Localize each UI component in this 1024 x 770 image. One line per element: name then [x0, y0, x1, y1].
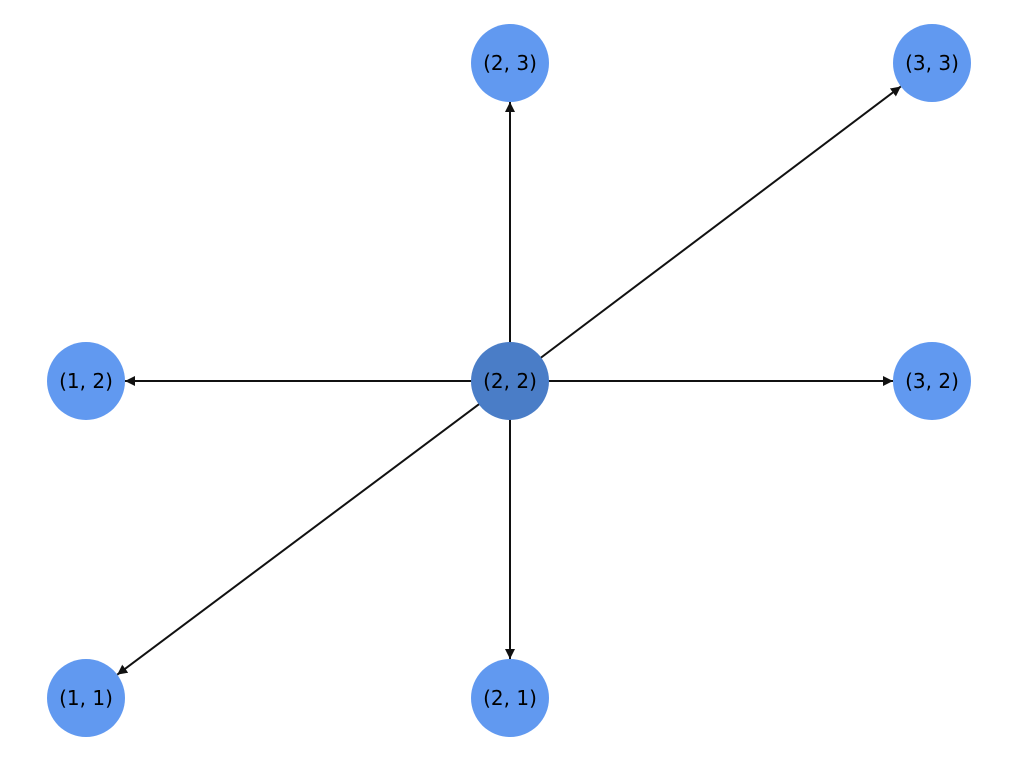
node-label-3-2: (3, 2) — [905, 369, 959, 393]
edges-layer — [116, 85, 902, 676]
node-2-1: (2, 1) — [471, 659, 549, 737]
node-1-2: (1, 2) — [47, 342, 125, 420]
node-2-2: (2, 2) — [471, 342, 549, 420]
node-label-2-3: (2, 3) — [483, 51, 537, 75]
node-label-1-2: (1, 2) — [59, 369, 113, 393]
edge-2-2-to-3-3 — [509, 85, 902, 382]
node-circle-1-2 — [47, 342, 125, 420]
node-label-2-1: (2, 1) — [483, 686, 537, 710]
node-label-2-2: (2, 2) — [483, 369, 537, 393]
node-label-1-1: (1, 1) — [59, 686, 113, 710]
node-circle-3-3 — [893, 24, 971, 102]
node-1-1: (1, 1) — [47, 659, 125, 737]
node-2-3: (2, 3) — [471, 24, 549, 102]
node-circle-2-1 — [471, 659, 549, 737]
node-circle-2-3 — [471, 24, 549, 102]
node-3-3: (3, 3) — [893, 24, 971, 102]
node-circle-1-1 — [47, 659, 125, 737]
edge-2-2-to-1-1 — [116, 380, 511, 676]
nodes-layer: (2, 2) (2, 3) (3, 3) (1, 2) (3, 2) (1, 1) (2, … — [47, 24, 971, 737]
node-3-2: (3, 2) — [893, 342, 971, 420]
node-label-3-3: (3, 3) — [905, 51, 959, 75]
node-circle-2-2 — [471, 342, 549, 420]
node-circle-3-2 — [893, 342, 971, 420]
